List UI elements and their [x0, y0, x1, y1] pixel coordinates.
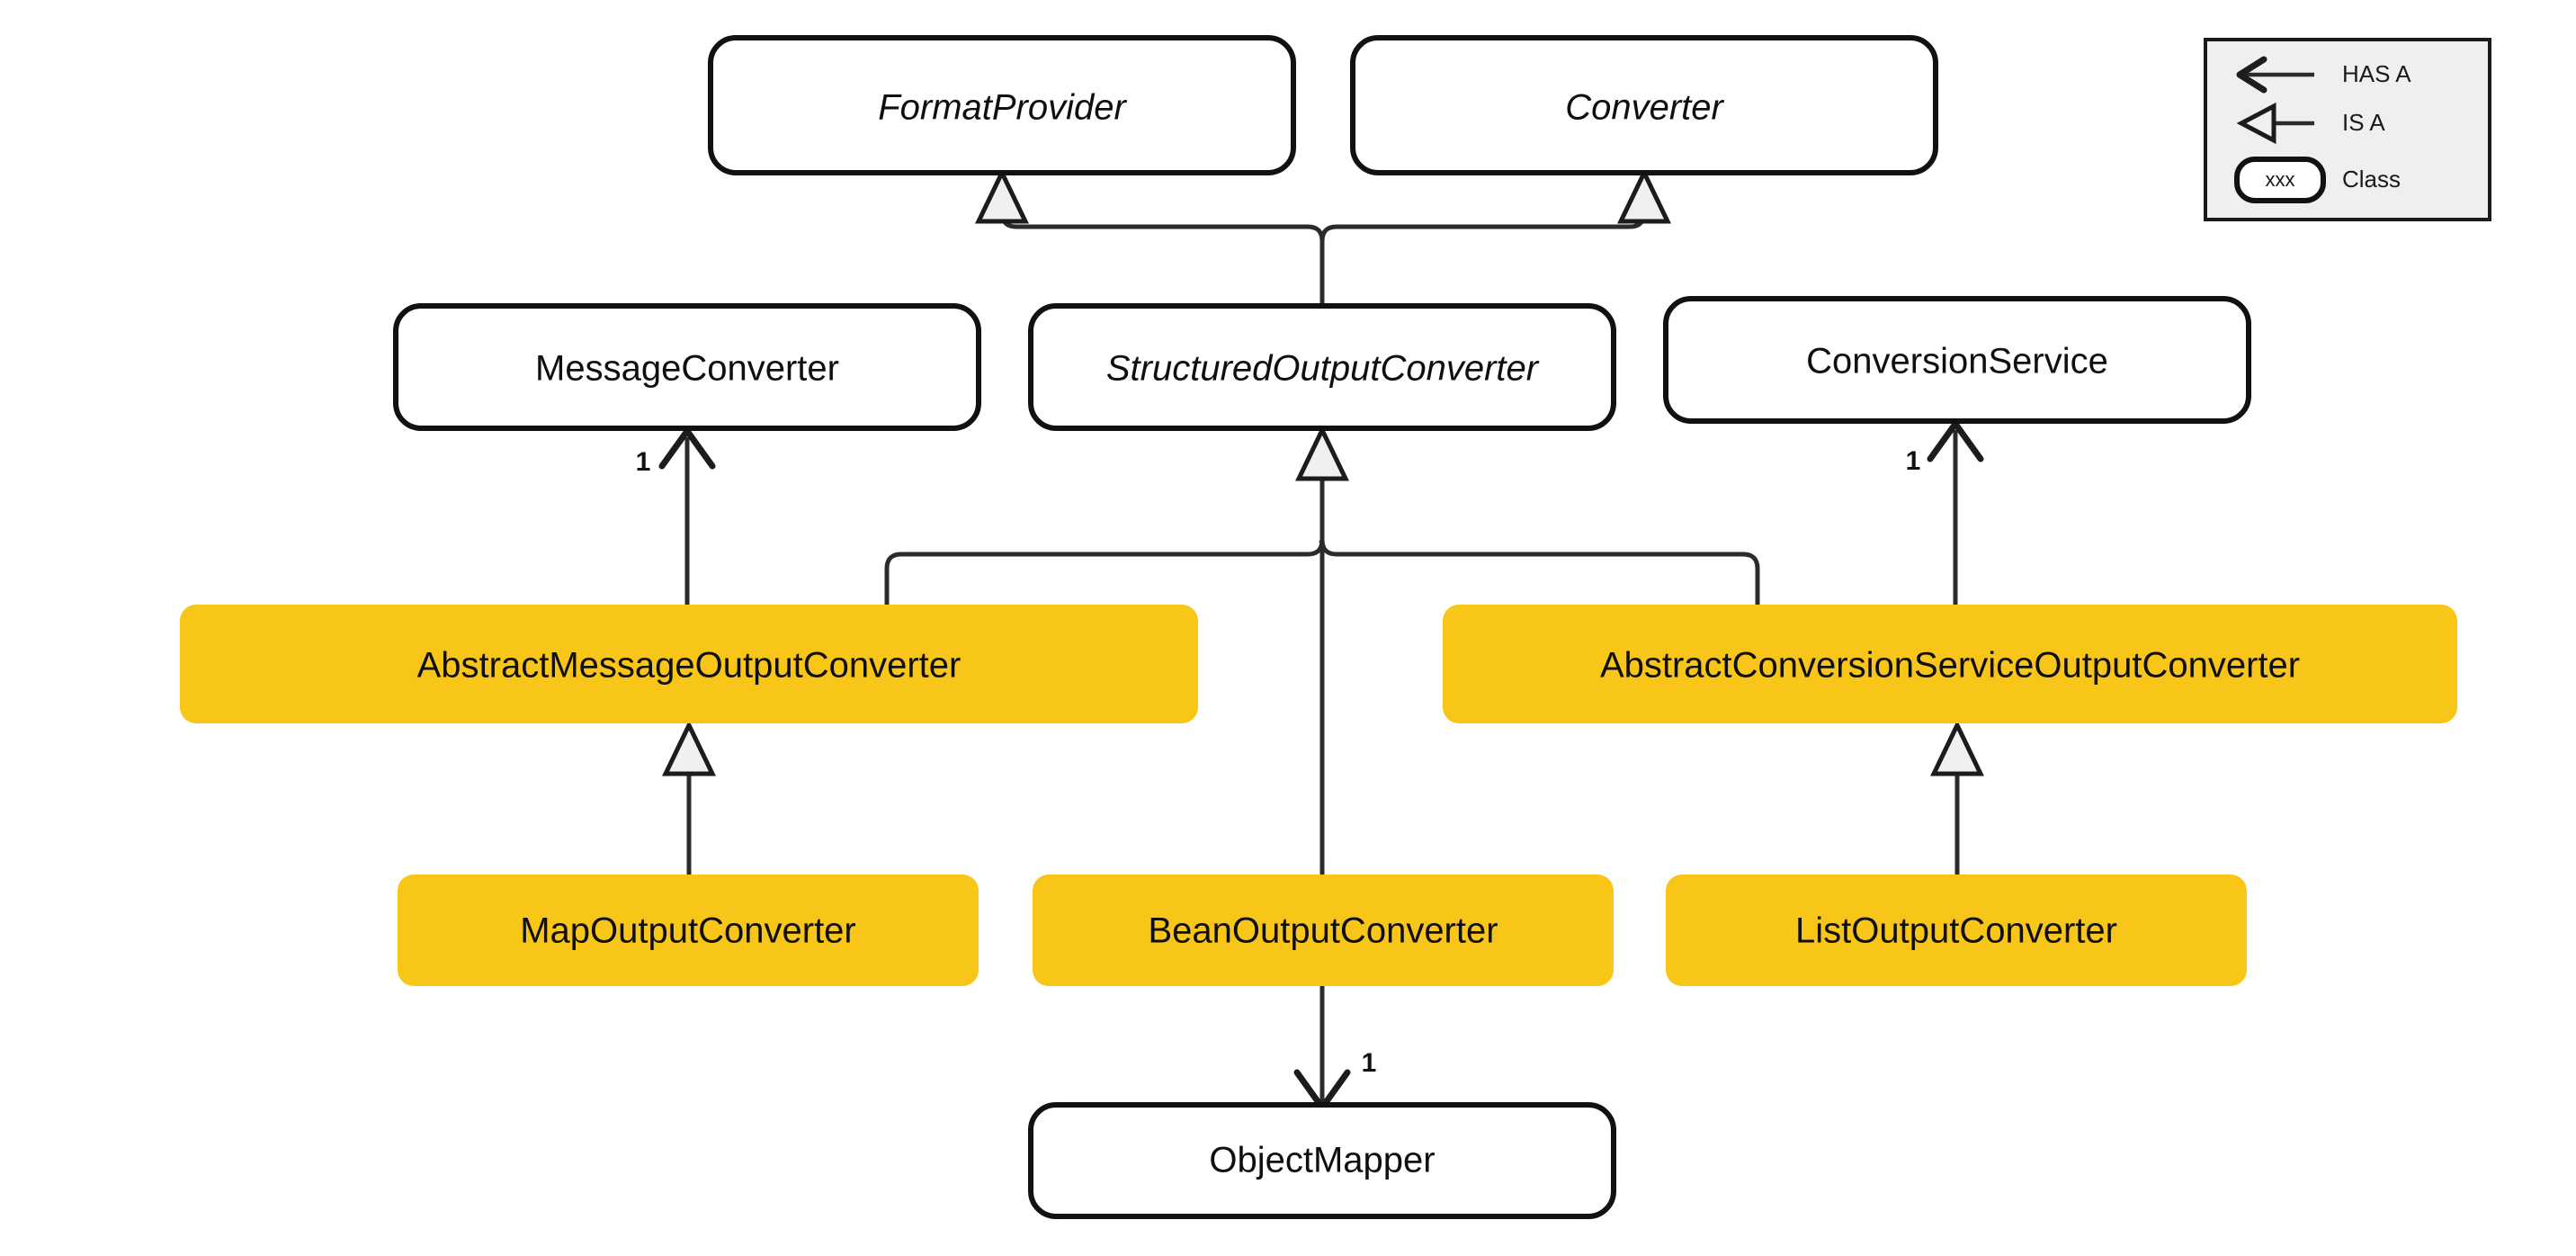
node-object-mapper-label: ObjectMapper	[1209, 1141, 1435, 1180]
legend-entry-is-a: IS A	[2236, 102, 2385, 145]
node-structured-output-converter[interactable]: StructuredOutputConverter	[1028, 303, 1616, 431]
is-a-arrowhead-format-provider	[975, 167, 1029, 224]
legend-class-label: Class	[2342, 166, 2401, 193]
node-message-converter[interactable]: MessageConverter	[393, 303, 981, 431]
node-list-output-converter-label: ListOutputConverter	[1795, 911, 2117, 951]
node-abstract-conversion-service-output-converter[interactable]: AbstractConversionServiceOutputConverter	[1443, 605, 2457, 723]
edge-soc-to-format-provider-and-converter	[999, 196, 1647, 306]
node-format-provider-box[interactable]	[708, 35, 1296, 175]
legend-entry-class: xxx Class	[2234, 157, 2401, 203]
node-conversion-service-label: ConversionService	[1806, 342, 2108, 381]
node-bean-output-converter-box[interactable]	[1033, 875, 1614, 986]
node-list-output-converter[interactable]: ListOutputConverter	[1666, 875, 2247, 986]
multiplicity-label-object-mapper: 1	[1362, 1048, 1377, 1078]
node-abstract-conversion-service-output-converter-label: AbstractConversionServiceOutputConverter	[1600, 646, 2300, 686]
node-format-provider[interactable]: FormatProvider	[708, 35, 1296, 175]
node-format-provider-label: FormatProvider	[878, 88, 1127, 128]
node-converter-box[interactable]	[1350, 35, 1938, 175]
node-message-converter-box[interactable]	[393, 303, 981, 431]
node-structured-output-converter-label: StructuredOutputConverter	[1106, 349, 1540, 389]
node-map-output-converter-box[interactable]	[398, 875, 979, 986]
is-a-arrowhead-abstract-message-output-converter	[662, 720, 716, 776]
node-abstract-conversion-service-output-converter-box[interactable]	[1443, 605, 2457, 723]
legend-class-box-text: xxx	[2266, 168, 2295, 191]
legend-has-a-label: HAS A	[2342, 60, 2411, 87]
node-conversion-service-box[interactable]	[1663, 296, 2251, 424]
node-object-mapper-box[interactable]	[1028, 1102, 1616, 1219]
legend-is-a-label: IS A	[2342, 109, 2385, 136]
legend-panel: HAS A IS A xxx Class	[2204, 38, 2491, 221]
legend-has-a-arrowhead	[2236, 56, 2267, 94]
node-converter-label: Converter	[1565, 88, 1724, 128]
node-list-output-converter-box[interactable]	[1666, 875, 2247, 986]
legend-entry-has-a: HAS A	[2236, 56, 2411, 94]
node-map-output-converter[interactable]: MapOutputConverter	[398, 875, 979, 986]
node-message-converter-label: MessageConverter	[535, 349, 839, 389]
node-conversion-service[interactable]: ConversionService	[1663, 296, 2251, 424]
is-a-arrowhead-converter	[1617, 167, 1671, 224]
node-map-output-converter-label: MapOutputConverter	[520, 911, 856, 951]
multiplicity-label-message-converter: 1	[636, 447, 651, 477]
node-bean-output-converter-label: BeanOutputConverter	[1148, 911, 1498, 951]
is-a-arrowhead-structured-output-converter	[1295, 425, 1349, 481]
node-structured-output-converter-box[interactable]	[1028, 303, 1616, 431]
multiplicity-label-conversion-service: 1	[1906, 446, 1921, 476]
node-converter[interactable]: Converter	[1350, 35, 1938, 175]
node-abstract-message-output-converter[interactable]: AbstractMessageOutputConverter	[180, 605, 1198, 723]
node-abstract-message-output-converter-label: AbstractMessageOutputConverter	[417, 646, 962, 686]
node-bean-output-converter[interactable]: BeanOutputConverter	[1033, 875, 1614, 986]
node-abstract-message-output-converter-box[interactable]	[180, 605, 1198, 723]
node-object-mapper[interactable]: ObjectMapper	[1028, 1102, 1616, 1219]
multiplicity-layer: 1 1 1	[636, 446, 1921, 1078]
legend-is-a-arrowhead	[2236, 102, 2276, 145]
legend-class-box	[2234, 157, 2326, 203]
is-a-arrowhead-abstract-conversion-service-output-converter	[1930, 720, 1984, 776]
